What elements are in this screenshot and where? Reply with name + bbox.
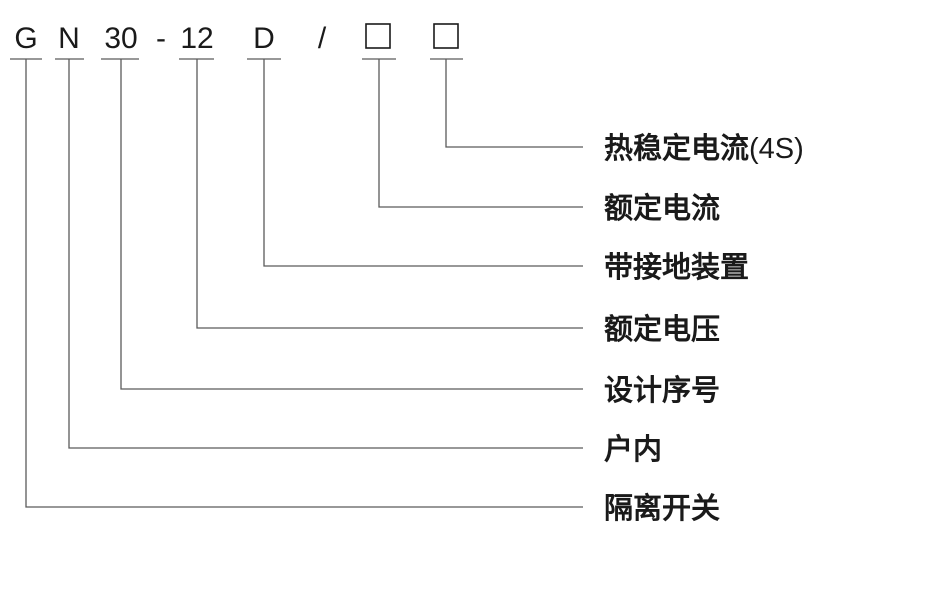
label-thermal-stable-current-text: 热稳定电流 — [604, 131, 749, 165]
label-thermal-stable-current-note: (4S) — [749, 133, 804, 165]
placeholder-box-thermal-current — [433, 23, 459, 49]
code-design-number: 30 — [104, 22, 137, 55]
leader-grounding-device — [263, 59, 583, 267]
label-disconnector: 隔离开关 — [604, 491, 720, 525]
code-dash: - — [156, 22, 166, 55]
leader-design-number — [120, 59, 583, 390]
label-thermal-stable-current: 热稳定电流(4S) — [604, 131, 804, 165]
code-letter-d: D — [253, 22, 275, 55]
label-design-number: 设计序号 — [604, 373, 720, 407]
label-grounding-device: 带接地装置 — [604, 250, 749, 284]
leader-thermal-current — [445, 59, 583, 148]
placeholder-box-rated-current — [365, 23, 391, 49]
leader-rated-voltage — [196, 59, 583, 329]
label-indoor: 户内 — [604, 432, 662, 466]
code-rated-voltage: 12 — [180, 22, 213, 55]
label-rated-voltage: 额定电压 — [604, 312, 720, 346]
leader-rated-current — [378, 59, 583, 208]
code-slash: / — [318, 22, 327, 55]
code-letter-n: N — [58, 22, 80, 55]
leader-indoor — [68, 59, 583, 449]
code-letter-g: G — [14, 22, 37, 55]
label-rated-current: 额定电流 — [604, 191, 720, 225]
leader-disconnector — [25, 59, 583, 508]
